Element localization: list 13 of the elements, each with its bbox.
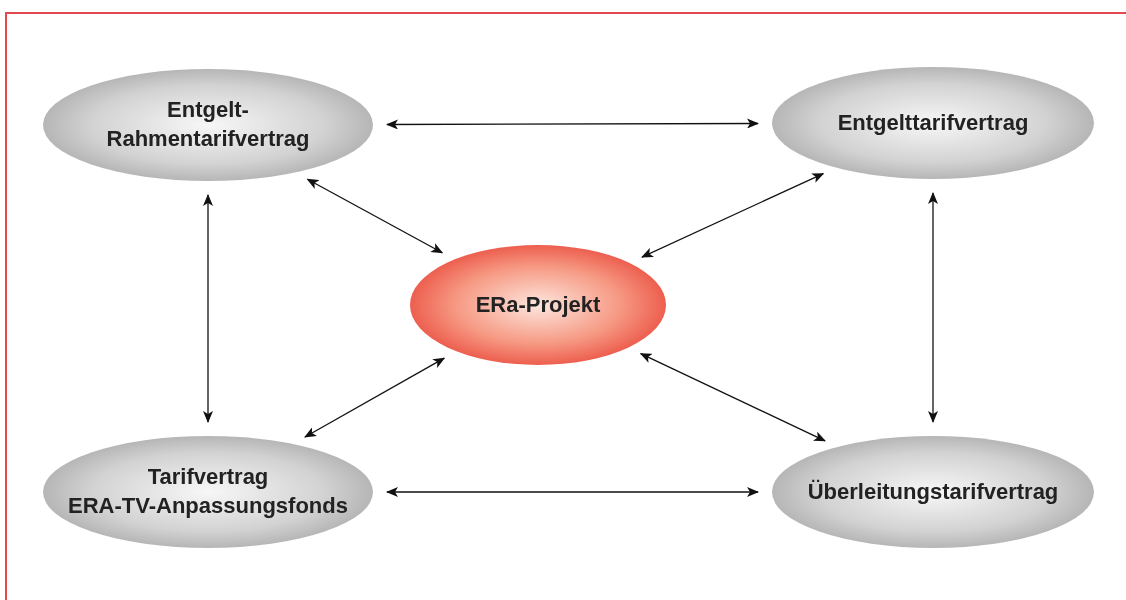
node-label: Entgelt- Rahmentarifvertrag [105,96,311,153]
node-label: Tarifvertrag ERA-TV-Anpassungsfonds [67,463,349,520]
double-arrow [304,357,446,438]
double-arrow [639,353,826,442]
node-label: Entgelttarifvertrag [837,108,1029,137]
double-arrow [386,118,759,130]
double-arrow [203,194,213,423]
double-arrow [386,487,759,497]
double-arrow [306,178,444,254]
double-arrow [928,192,938,423]
double-arrow [641,172,825,258]
node-label: ERa-Projekt [475,290,601,319]
node-label: Überleitungstarifvertrag [807,477,1059,506]
